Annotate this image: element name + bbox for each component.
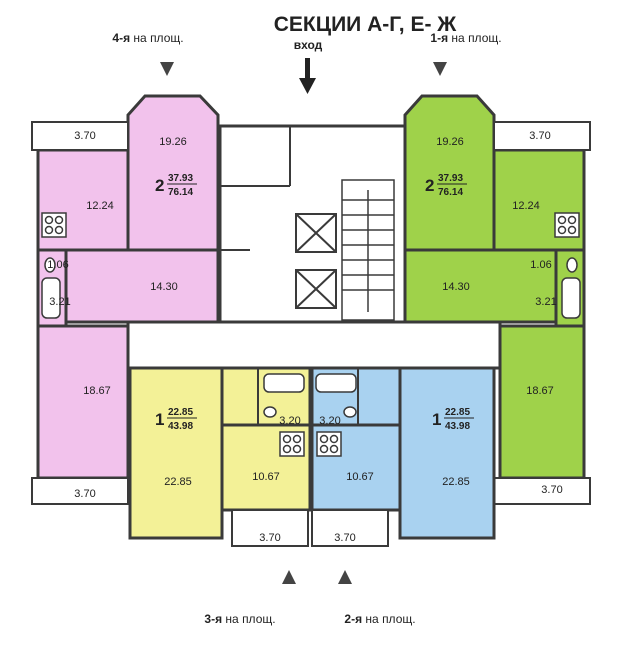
stove-icon xyxy=(279,431,305,457)
landing-label-1: 1-я на площ. xyxy=(430,31,501,45)
landing-label-2: 2-я на площ. xyxy=(344,612,415,626)
corridor xyxy=(126,320,502,370)
svg-text:2: 2 xyxy=(155,176,164,195)
area-label: 18.67 xyxy=(526,385,554,397)
svg-text:22.85: 22.85 xyxy=(445,407,470,418)
stove-icon xyxy=(316,431,342,457)
area-label: 12.24 xyxy=(512,200,540,212)
entrance-arrow-icon xyxy=(299,58,316,94)
arrow-up-icon xyxy=(282,570,296,584)
area-label: 18.67 xyxy=(83,385,111,397)
apartment-badge: 2 37.93 76.14 xyxy=(155,173,197,198)
area-label: 3.20 xyxy=(279,415,300,427)
area-label: 19.26 xyxy=(436,136,464,148)
stove-icon xyxy=(41,212,67,238)
elevator-shaft xyxy=(295,213,337,309)
landing-label-3: 3-я на площ. xyxy=(204,612,275,626)
toilet-icon xyxy=(44,257,56,273)
area-label: 3.70 xyxy=(529,130,550,142)
area-label: 10.67 xyxy=(252,471,280,483)
svg-text:1: 1 xyxy=(432,410,441,429)
svg-text:43.98: 43.98 xyxy=(445,421,470,432)
svg-text:2: 2 xyxy=(425,176,434,195)
svg-text:37.93: 37.93 xyxy=(438,173,463,184)
area-label: 3.70 xyxy=(74,130,95,142)
svg-text:43.98: 43.98 xyxy=(168,421,193,432)
area-label: 10.67 xyxy=(346,471,374,483)
toilet-icon xyxy=(263,406,277,418)
area-label: 1.06 xyxy=(530,259,551,271)
stove-icon xyxy=(554,212,580,238)
apartment-badge: 1 22.85 43.98 xyxy=(155,407,197,432)
area-label: 14.30 xyxy=(150,281,178,293)
area-label: 1.06 xyxy=(47,259,68,271)
svg-text:1: 1 xyxy=(155,410,164,429)
apartment-1 xyxy=(403,94,591,505)
page-title: СЕКЦИИ А-Г, Е- Ж xyxy=(274,13,458,36)
area-label: 22.85 xyxy=(442,476,470,488)
area-label: 12.24 xyxy=(86,200,114,212)
area-label: 3.21 xyxy=(49,296,70,308)
arrow-down-icon xyxy=(160,62,174,76)
bathtub-icon xyxy=(41,277,61,319)
arrow-down-icon xyxy=(433,62,447,76)
toilet-icon xyxy=(566,257,578,273)
area-label: 3.70 xyxy=(259,532,280,544)
area-label: 3.20 xyxy=(319,415,340,427)
staircase xyxy=(341,179,395,321)
area-label: 3.70 xyxy=(74,488,95,500)
apartment-2 xyxy=(310,366,496,547)
area-label: 3.70 xyxy=(334,532,355,544)
apartment-badge: 2 37.93 76.14 xyxy=(425,173,467,198)
apartment-badge: 1 22.85 43.98 xyxy=(432,407,474,432)
svg-text:22.85: 22.85 xyxy=(168,407,193,418)
area-label: 14.30 xyxy=(442,281,470,293)
landing-label-4: 4-я на площ. xyxy=(112,31,183,45)
svg-text:76.14: 76.14 xyxy=(438,187,463,198)
area-label: 3.21 xyxy=(535,296,556,308)
svg-text:76.14: 76.14 xyxy=(168,187,193,198)
apartment-3 xyxy=(128,366,312,547)
toilet-icon xyxy=(343,406,357,418)
bathtub-icon xyxy=(263,373,305,393)
area-label: 19.26 xyxy=(159,136,187,148)
area-label: 22.85 xyxy=(164,476,192,488)
area-label: 3.70 xyxy=(541,484,562,496)
bathtub-icon xyxy=(315,373,357,393)
arrow-up-icon xyxy=(338,570,352,584)
bathtub-icon xyxy=(561,277,581,319)
svg-text:37.93: 37.93 xyxy=(168,173,193,184)
entrance-label: вход xyxy=(294,38,323,52)
